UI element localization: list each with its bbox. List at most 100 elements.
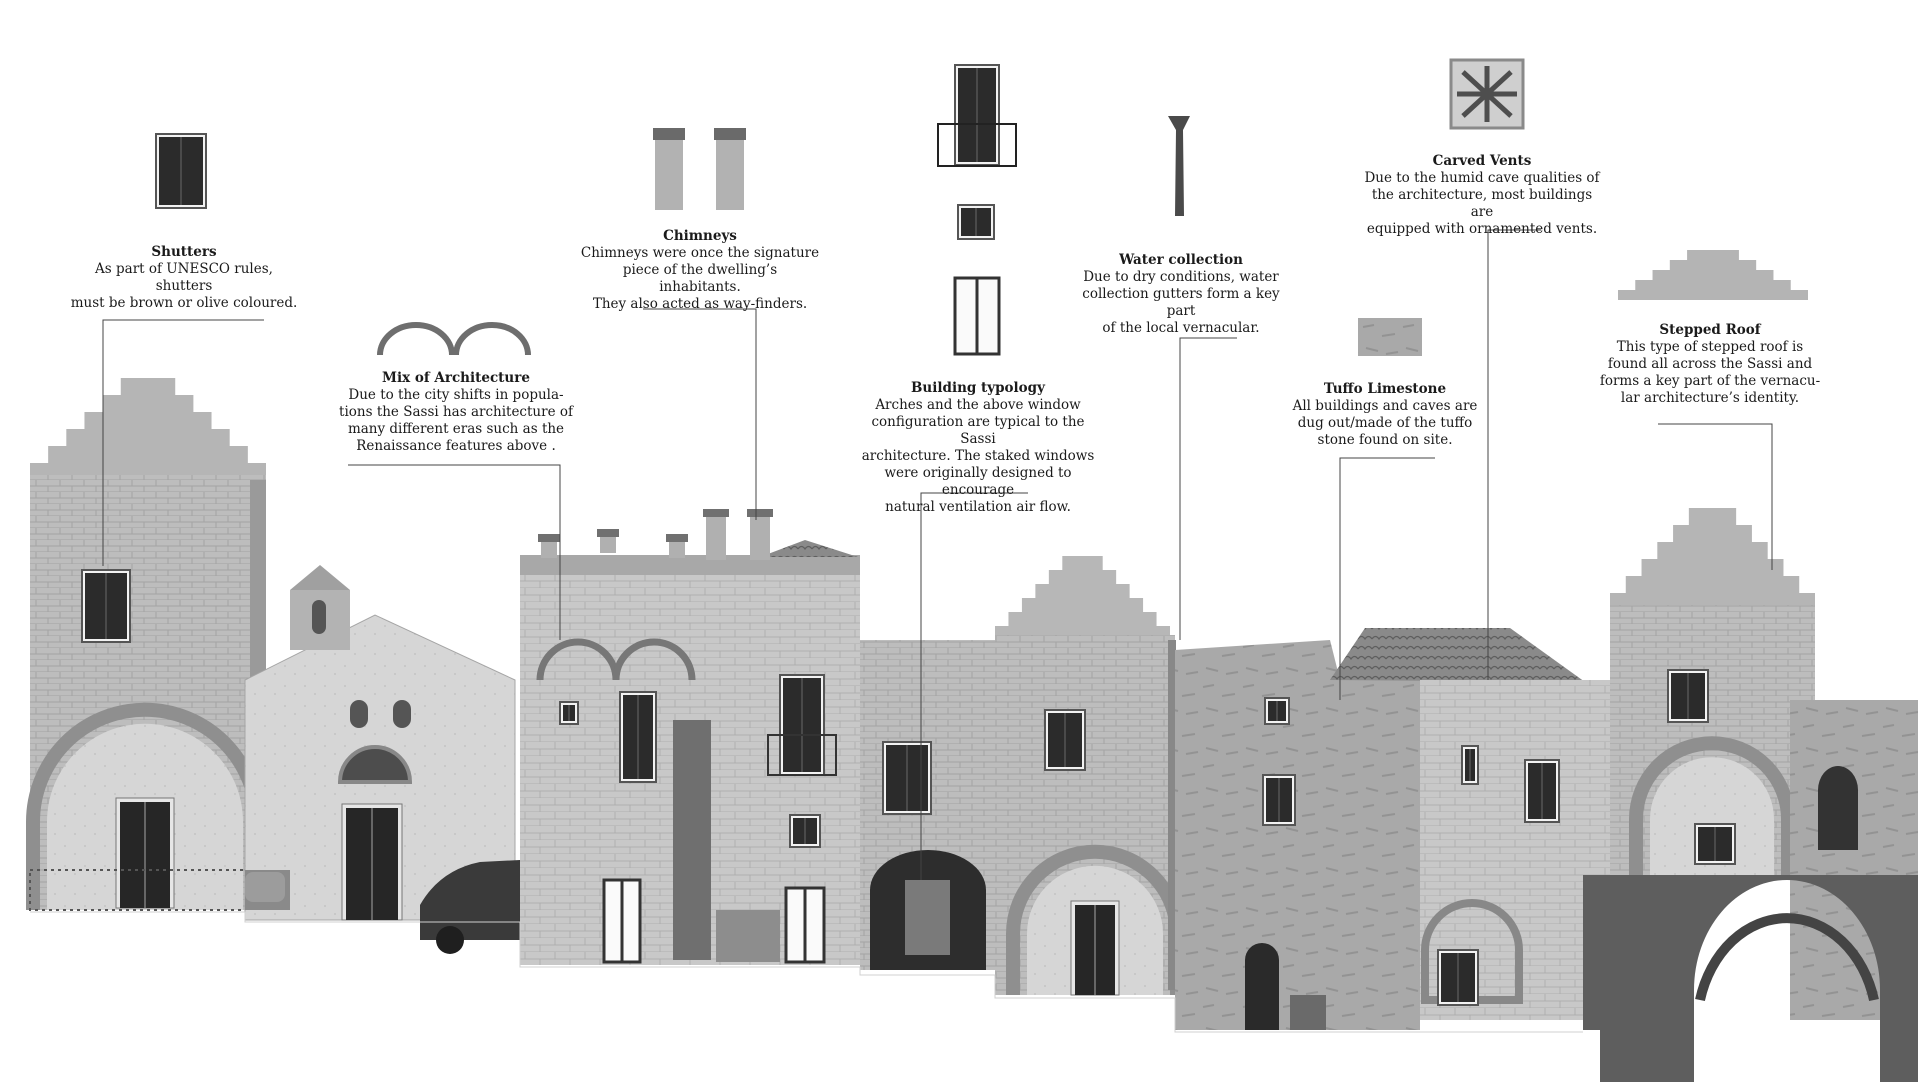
annotation-tuffo-limestone: Tuffo Limestone All buildings and caves … [1280,381,1490,449]
palazzo-chimney-cap [666,534,688,542]
palazzo-chimney [669,540,685,558]
annotation-chimneys: Chimneys Chimneys were once the signatur… [580,228,820,313]
palazzo-roof [760,540,858,557]
detail-arch-left [377,322,455,356]
annotation-line: Chimneys were once the signature [580,245,820,261]
right-annex-opening [1818,766,1858,850]
car-left-glimpse [245,872,285,902]
palazzo-cornice [520,555,860,575]
palazzo-chimney [706,515,726,560]
annotation-shutters: Shutters As part of UNESCO rules, shutte… [66,244,302,312]
renaissance-arch-left [536,638,620,681]
annotation-line: Due to the city shifts in popula- [348,387,564,403]
tuffo-door [1245,943,1279,1030]
detail-chimney-cap [653,128,685,140]
palazzo-chimney [750,515,770,560]
annotation-building-typology: Building typology Arches and the above w… [858,380,1098,516]
annotation-line: architecture. The staked windows [861,448,1095,464]
annotation-line: must be brown or olive coloured. [70,295,298,311]
annotation-line: forms a key part of the vernacu- [1599,373,1821,389]
palazzo-chimney [600,535,616,553]
right-tower-arch-infill [1650,757,1774,875]
ground-line [30,911,1583,1033]
gate-masonry [1583,875,1918,1082]
leader-line-chimneys [643,308,757,520]
annotation-line: piece of the dwelling’s inhabitants. [622,262,778,295]
annotation-line: All buildings and caves are [1292,398,1478,414]
stepped-roof [1618,250,1808,300]
building-palazzo [520,509,860,965]
annotation-line: collection gutters form a key part [1082,286,1280,319]
annotation-line: Arches and the above window [875,397,1081,413]
car-wheel [436,926,464,954]
detail-water-gutter [1168,116,1190,216]
car-body [420,860,520,940]
annotation-title: Stepped Roof [1659,322,1761,338]
building-church [244,565,516,921]
stepped-roof [1610,508,1815,610]
annotation-line: They also acted as way-finders. [592,296,808,312]
building-tuffo [1175,628,1585,1030]
detail-chimney [716,138,744,210]
building-tower-left [26,378,267,911]
church-belfry-top [290,565,350,590]
leader-line-roof [1658,423,1773,570]
church-small-window-right [393,700,411,728]
palazzo-balcony-rail [767,734,837,776]
annotation-title: Shutters [151,244,217,260]
annotation-line: were originally designed to encourage [884,465,1072,498]
church-lunette [337,745,413,784]
leader-line-shutters [102,319,264,566]
detail-chimney [655,138,683,210]
annotation-line: configuration are typical to the Sassi [871,414,1085,447]
gate-voussoirs [1695,913,1879,1002]
palazzo-grille [716,910,780,962]
leader-line-tuffo [1339,457,1435,700]
church-belfry-opening [312,600,326,634]
detail-cutouts [155,58,1808,356]
annotation-line: dug out/made of the tuffo [1297,415,1473,431]
tuffo-tiled-roof [1330,628,1585,682]
annotation-title: Water collection [1119,252,1243,268]
building-middle [1420,680,1620,1020]
annotation-line: stone found on site. [1317,432,1453,448]
leader-line-water [1179,337,1237,640]
annotation-line: equipped with ornamented vents. [1366,221,1598,237]
annotation-carved-vents: Carved Vents Due to the humid cave quali… [1362,153,1602,238]
annotation-title: Tuffo Limestone [1323,381,1447,397]
renaissance-arch-right [612,638,696,681]
annotation-line: the architecture, most buildings are [1371,187,1593,220]
leader-line-mix [348,464,561,640]
building-passage [860,640,995,970]
detail-tuffo-sample [1358,318,1422,356]
building-tower-right [1610,508,1918,1020]
stepped-roof [995,556,1170,640]
annotation-stepped-roof: Stepped Roof This type of stepped roof i… [1590,322,1830,407]
annotation-line: found all across the Sassi and [1607,356,1813,372]
water-gutter [1168,640,1176,990]
detail-arch-right [453,322,531,356]
leader-line-vents [1487,229,1541,680]
stone-gate [1583,875,1918,1082]
church-small-window-left [350,700,368,728]
building-arch-house [995,556,1184,996]
palazzo-ivy [673,720,711,960]
passage-view [905,880,950,955]
leader-line-typology [920,492,1028,880]
annotation-title: Mix of Architecture [382,370,530,386]
palazzo-chimney-cap [703,509,729,517]
palazzo-chimney-cap [538,534,560,542]
tuffo-chimney-pot [1290,995,1326,1030]
middle-arch [1421,899,1523,1004]
leader-lines [102,229,1773,880]
parked-car [245,860,520,954]
annotation-mix-of-architecture: Mix of Architecture Due to the city shif… [336,370,576,455]
annotation-line: Due to the humid cave qualities of [1364,170,1600,186]
right-tower-arch-voussoirs [1629,736,1795,875]
annotation-line: This type of stepped roof is [1616,339,1804,355]
tuffo-wall [1175,640,1420,1030]
annotation-line: Due to dry conditions, water [1083,269,1279,285]
palazzo-chimney-cap [747,509,773,517]
